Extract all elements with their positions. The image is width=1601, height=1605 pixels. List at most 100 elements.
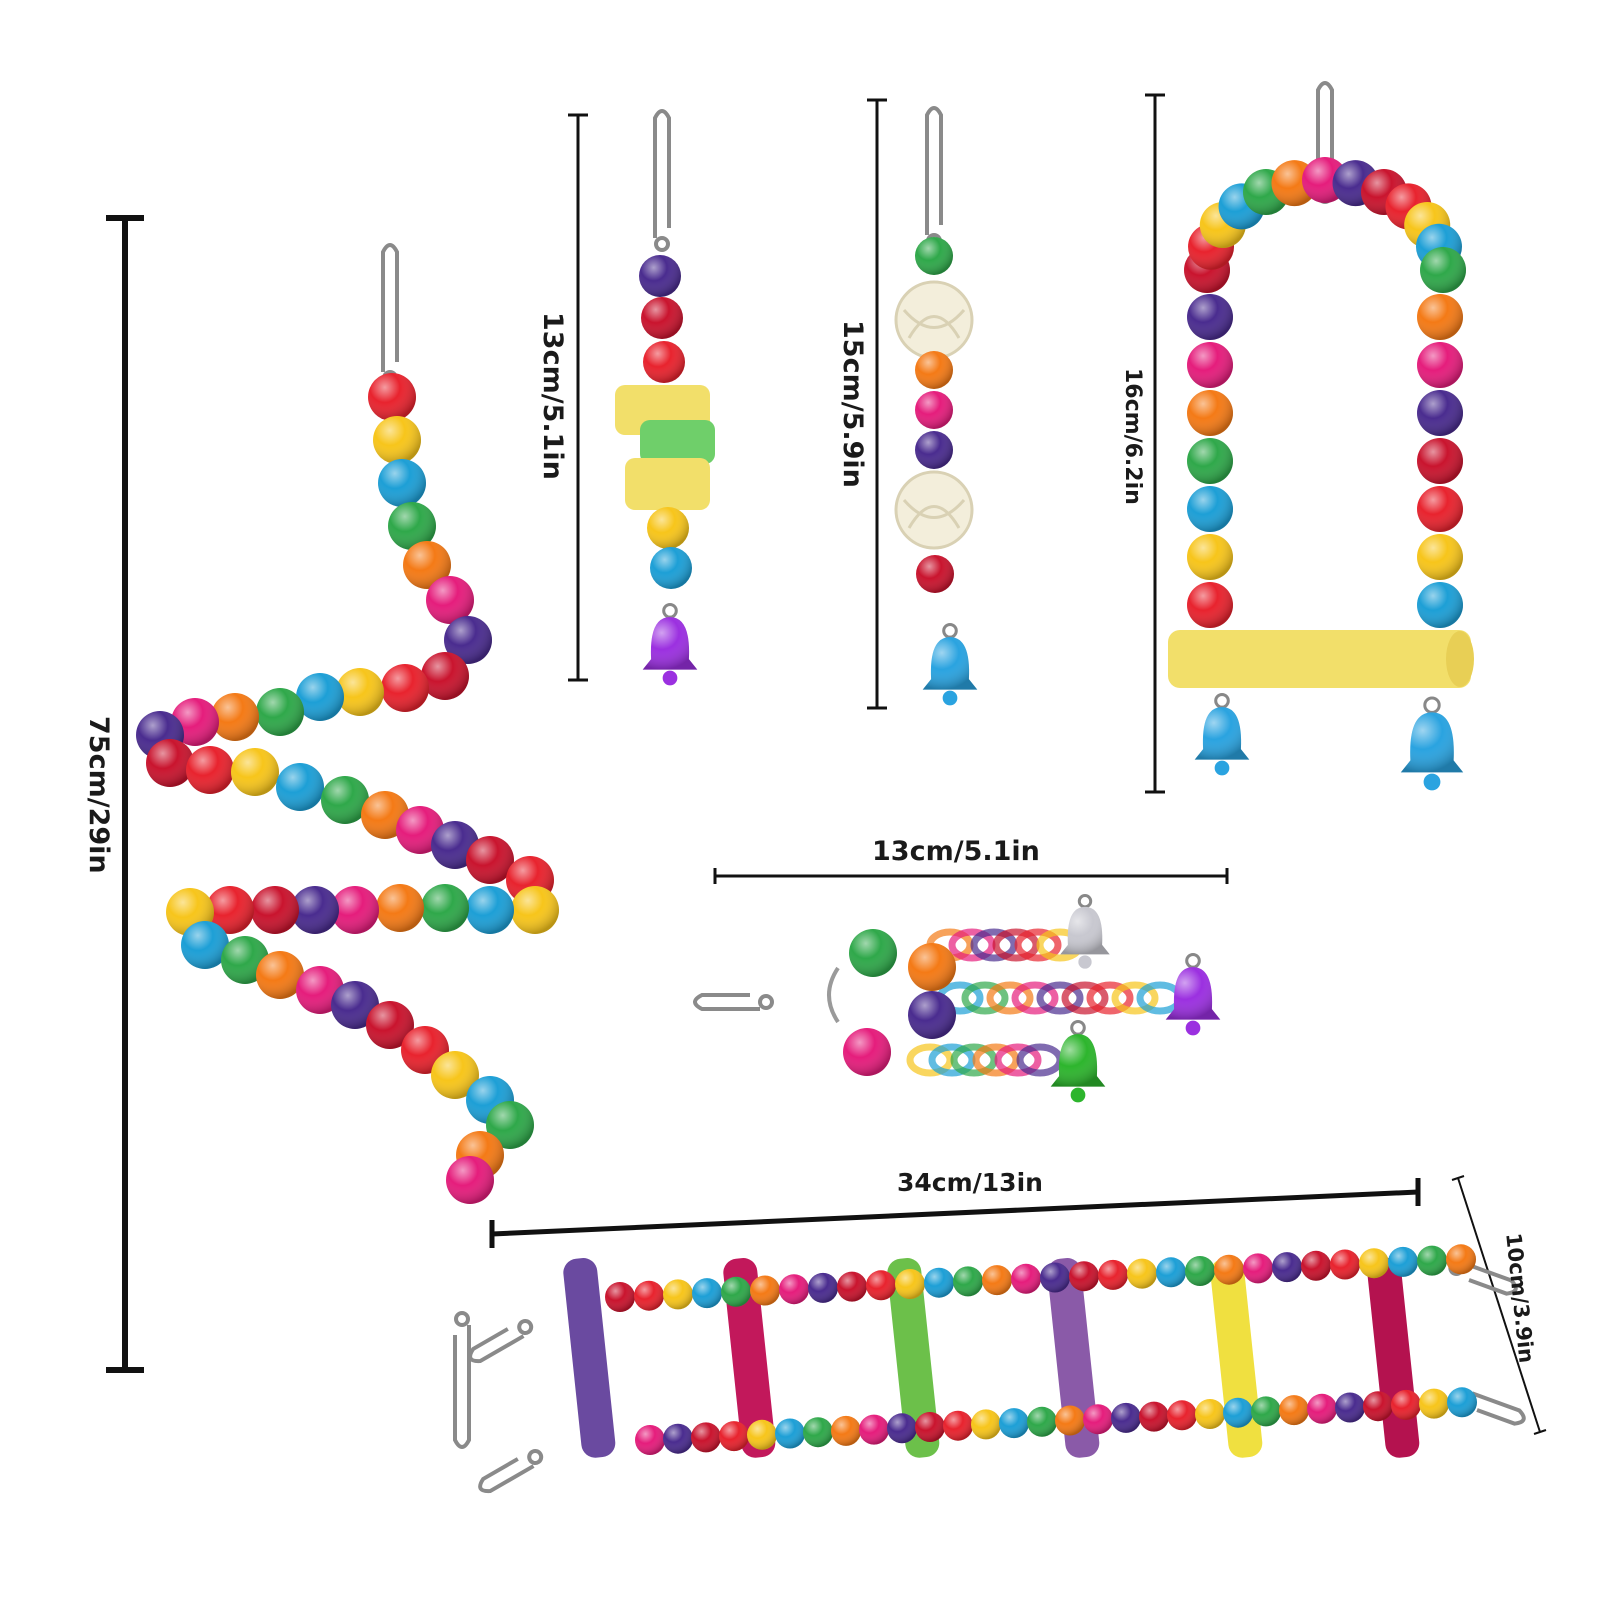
plastic-link [906, 1043, 954, 1077]
ladder-rung [1047, 1258, 1100, 1458]
ball-dimension-line [867, 98, 887, 710]
bead [1223, 1397, 1253, 1428]
plastic-link [1014, 928, 1062, 962]
bead [331, 886, 379, 934]
plastic-link [1061, 981, 1109, 1015]
bead [943, 1410, 973, 1441]
beads [136, 157, 1477, 1455]
bead [1363, 1391, 1393, 1422]
bead [1214, 1254, 1244, 1285]
bead [1167, 1400, 1197, 1431]
bead [251, 886, 299, 934]
ladder-rung [723, 1258, 776, 1458]
bead [1187, 390, 1233, 436]
swing-perch [1168, 630, 1471, 688]
bead [1330, 1249, 1360, 1280]
bead [639, 255, 681, 297]
bead [663, 1279, 693, 1310]
plastic-link [986, 981, 1034, 1015]
bell-chain-dimension-line [713, 868, 1229, 884]
bead [1417, 294, 1463, 340]
swing-dimension-line [1145, 93, 1165, 794]
bead [663, 1423, 693, 1454]
bead [376, 884, 424, 932]
bead [1419, 1388, 1449, 1419]
bead [808, 1272, 838, 1303]
bead [431, 1051, 479, 1099]
bead [186, 746, 234, 794]
swing-height-label: 16cm/6.2in [1120, 368, 1145, 505]
bead [747, 1419, 777, 1450]
bead [1127, 1258, 1157, 1289]
bead [1359, 1248, 1389, 1279]
hook-icon [453, 1311, 471, 1449]
bead [1417, 342, 1463, 388]
bead [381, 664, 429, 712]
bead [1187, 534, 1233, 580]
bead [426, 576, 474, 624]
bead [1011, 1263, 1041, 1294]
plastic-link [1111, 981, 1159, 1015]
plastic-link [972, 1043, 1020, 1077]
bead [692, 1278, 722, 1309]
bead [915, 431, 953, 469]
bead [1417, 486, 1463, 532]
bead [775, 1418, 805, 1449]
bead [1251, 1396, 1281, 1427]
bead [908, 991, 956, 1039]
plastic-link [1086, 981, 1134, 1015]
bead [650, 547, 692, 589]
bead [1139, 1401, 1169, 1432]
bead [837, 1271, 867, 1302]
bead [908, 943, 956, 991]
bead [1111, 1402, 1141, 1433]
ball-toy-height-label: 15cm/5.9in [837, 320, 868, 488]
plastic-link [961, 981, 1009, 1015]
bead [915, 391, 953, 429]
bead [866, 1270, 896, 1301]
bead [999, 1408, 1029, 1439]
bead [1417, 1245, 1447, 1276]
bead [647, 507, 689, 549]
bead [444, 616, 492, 664]
bead [321, 776, 369, 824]
bead [605, 1282, 635, 1312]
bead [1243, 1253, 1273, 1284]
bead [982, 1265, 1012, 1296]
bead [831, 1415, 861, 1446]
spiral-dimension-line [106, 215, 144, 1373]
bead [971, 1409, 1001, 1440]
bead [1301, 1250, 1331, 1281]
bead [635, 1425, 665, 1455]
bell-icon [1400, 696, 1464, 791]
plastic-link [970, 928, 1018, 962]
bell-chain-width-label: 13cm/5.1in [872, 836, 1040, 867]
plastic-link [950, 1043, 998, 1077]
bead [336, 668, 384, 716]
bead [373, 416, 421, 464]
bead [859, 1414, 889, 1445]
bead [641, 297, 683, 339]
bead [916, 555, 954, 593]
bead [1083, 1404, 1113, 1435]
bead [368, 373, 416, 421]
bead [634, 1280, 664, 1311]
bead [1272, 1252, 1302, 1283]
hook-icon [925, 106, 943, 249]
bead [1420, 247, 1466, 293]
bead [211, 693, 259, 741]
bead [466, 886, 514, 934]
spool-dimension-line [568, 113, 588, 682]
bead [1447, 1387, 1477, 1418]
bead [1055, 1405, 1085, 1436]
ladder-width-dimension-line [1451, 1175, 1547, 1435]
bead [1187, 438, 1233, 484]
bead [466, 836, 514, 884]
plastic-link [992, 928, 1040, 962]
plastic-link [948, 928, 996, 962]
bell-icon [642, 603, 698, 686]
bead [719, 1421, 749, 1452]
bead [915, 237, 953, 275]
bell-icon [1060, 894, 1110, 969]
